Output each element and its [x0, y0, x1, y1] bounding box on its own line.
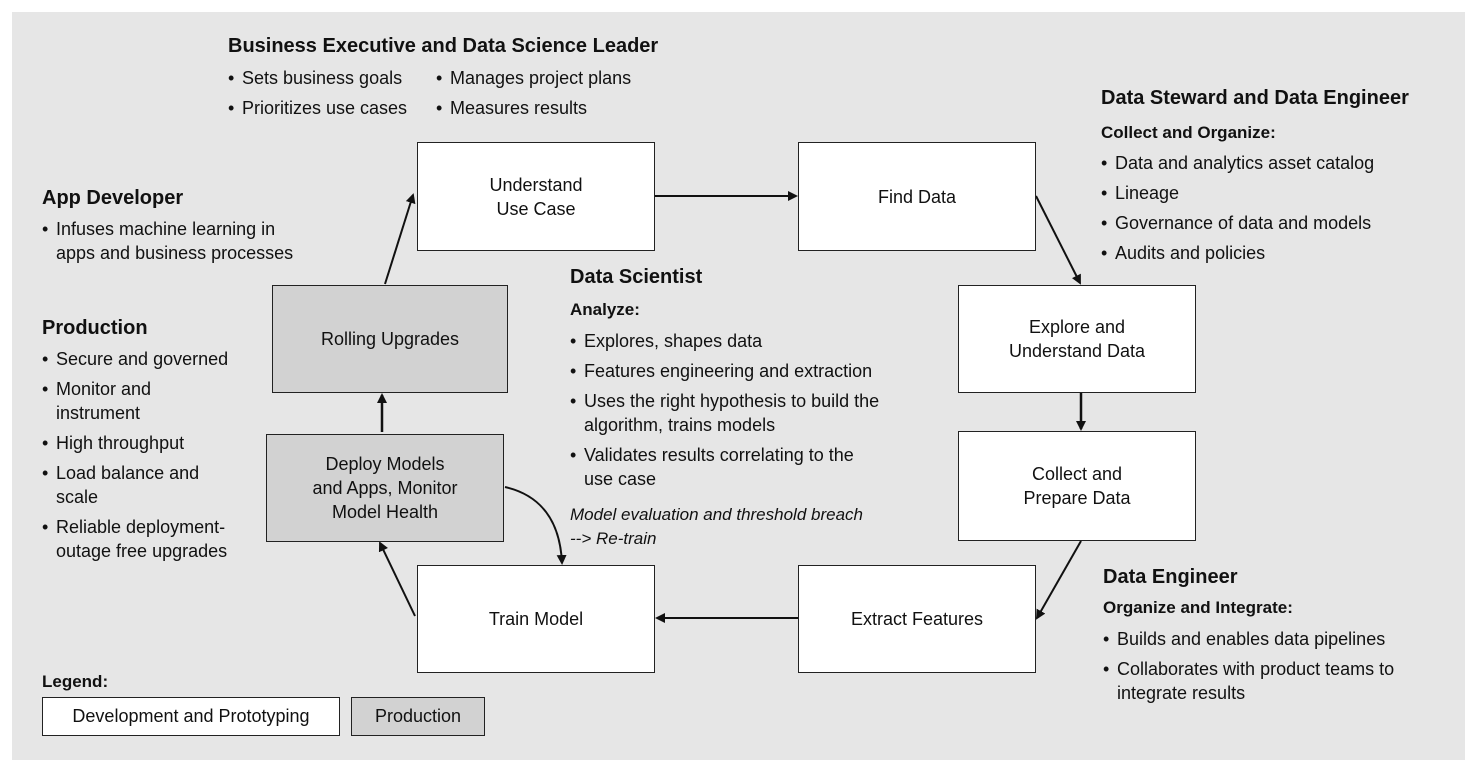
data-steward-bullet: Lineage	[1101, 181, 1374, 205]
data-steward-bullet: Audits and policies	[1101, 241, 1374, 265]
business-bullet: Manages project plans	[436, 66, 631, 90]
data-engineer-bullet: Collaborates with product teams to integ…	[1103, 657, 1394, 705]
production-list: Secure and governed Monitor and instrume…	[42, 347, 228, 569]
app-developer-list: Infuses machine learning in apps and bus…	[42, 217, 293, 271]
production-bullet: Load balance and scale	[42, 461, 228, 509]
arrow-collect-to-extract	[1036, 540, 1082, 620]
data-scientist-bullet: Explores, shapes data	[570, 329, 879, 353]
data-steward-bullet: Governance of data and models	[1101, 211, 1374, 235]
data-scientist-bullet: Features engineering and extraction	[570, 359, 879, 383]
business-list-right: Manages project plans Measures results	[436, 66, 631, 126]
data-engineer-subheading: Organize and Integrate:	[1103, 598, 1293, 617]
box-deploy-models: Deploy Models and Apps, Monitor Model He…	[266, 434, 504, 542]
data-scientist-list: Explores, shapes data Features engineeri…	[570, 329, 879, 497]
app-developer-bullet: Infuses machine learning in apps and bus…	[42, 217, 293, 265]
data-steward-list: Data and analytics asset catalog Lineage…	[1101, 151, 1374, 271]
data-steward-subheading: Collect and Organize:	[1101, 123, 1276, 142]
retrain-note-line1: Model evaluation and threshold breach	[570, 505, 863, 524]
production-heading: Production	[42, 317, 148, 339]
box-understand-use-case: Understand Use Case	[417, 142, 655, 251]
data-scientist-heading: Data Scientist	[570, 266, 703, 288]
production-bullet: High throughput	[42, 431, 228, 455]
data-engineer-list: Builds and enables data pipelines Collab…	[1103, 627, 1394, 711]
arrow-train-to-deploy	[378, 541, 416, 617]
data-scientist-subheading: Analyze:	[570, 300, 640, 319]
app-developer-heading: App Developer	[42, 187, 184, 209]
box-extract-features: Extract Features	[798, 565, 1036, 673]
legend-title: Legend:	[42, 672, 109, 691]
box-rolling-upgrades: Rolling Upgrades	[272, 285, 508, 393]
data-steward-bullet: Data and analytics asset catalog	[1101, 151, 1374, 175]
arrow-deploy-retrain-curve	[504, 486, 567, 565]
business-bullet: Sets business goals	[228, 66, 407, 90]
data-steward-heading: Data Steward and Data Engineer	[1101, 87, 1409, 109]
production-bullet: Reliable deployment- outage free upgrade…	[42, 515, 228, 563]
data-engineer-bullet: Builds and enables data pipelines	[1103, 627, 1394, 651]
business-bullet: Prioritizes use cases	[228, 96, 407, 120]
production-bullet: Monitor and instrument	[42, 377, 228, 425]
arrow-rolling-to-understand	[384, 193, 416, 285]
production-bullet: Secure and governed	[42, 347, 228, 371]
data-engineer-heading: Data Engineer	[1103, 566, 1238, 588]
data-scientist-bullet: Validates results correlating to the use…	[570, 443, 879, 491]
data-scientist-bullet: Uses the right hypothesis to build the a…	[570, 389, 879, 437]
box-find-data: Find Data	[798, 142, 1036, 251]
business-bullet: Measures results	[436, 96, 631, 120]
business-list-left: Sets business goals Prioritizes use case…	[228, 66, 407, 126]
legend-production: Production	[351, 697, 485, 736]
business-heading: Business Executive and Data Science Lead…	[228, 35, 659, 57]
box-explore-data: Explore and Understand Data	[958, 285, 1196, 393]
box-train-model: Train Model	[417, 565, 655, 673]
box-collect-data: Collect and Prepare Data	[958, 431, 1196, 541]
retrain-note-line2: --> Re-train	[570, 529, 657, 548]
legend-development: Development and Prototyping	[42, 697, 340, 736]
arrow-find-to-explore	[1035, 195, 1081, 285]
